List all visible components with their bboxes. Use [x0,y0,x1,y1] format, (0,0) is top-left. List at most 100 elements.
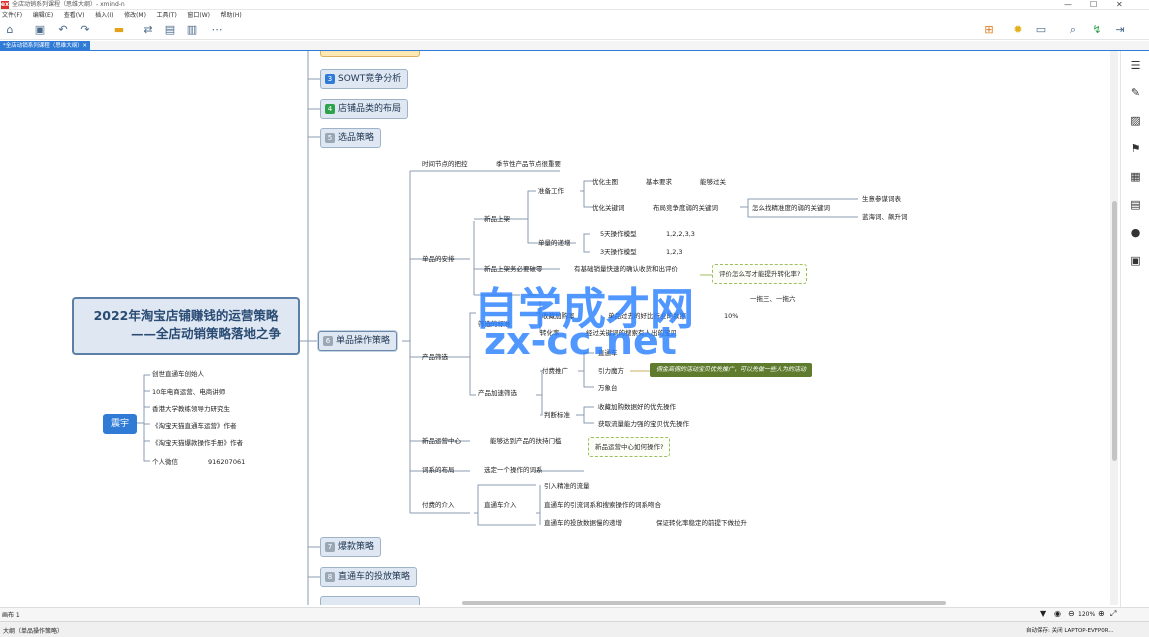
node-percent[interactable]: 10% [724,312,739,320]
zoom-in-icon[interactable]: ⊕ [1098,609,1105,618]
node-judge-standard[interactable]: 判断标准 [544,411,570,419]
menu-insert[interactable]: 插入(I) [95,12,114,19]
node-new-product[interactable]: 新品上架 [484,215,510,223]
node-single-arrangement[interactable]: 单品的安排 [422,255,455,263]
topic-icon[interactable]: ▬ [113,23,125,36]
node-ztc-2[interactable]: 直通车的引流词系和搜索操作的词系吻合 [544,501,661,509]
node-wanxiang[interactable]: 万象台 [598,384,618,392]
zoom-out-icon[interactable]: ⊖ [1068,609,1075,618]
callout-center-question[interactable]: 新品运营中心如何操作? [588,437,671,457]
node-3day-model[interactable]: 3天操作模型 [600,248,637,256]
node-judge-2[interactable]: 获取流量能力强的宝贝优先操作 [598,420,689,428]
node-ztc-1[interactable]: 引入精准的流量 [544,482,590,490]
node-prepare[interactable]: 准备工作 [538,187,564,195]
author-wechat-label[interactable]: 个人微信 [152,458,178,466]
relationship-icon[interactable]: ⇄ [143,23,153,36]
menu-tools[interactable]: 工具(T) [156,12,177,19]
comment-icon[interactable]: ● [1130,226,1141,239]
node-conversion[interactable]: 转化率 [540,329,560,337]
horizontal-scroll-thumb[interactable] [462,601,946,605]
menu-help[interactable]: 帮助(H) [220,12,242,19]
menu-edit[interactable]: 编辑(E) [32,12,54,19]
summary-icon[interactable]: ▥ [186,23,198,36]
node-break-zero[interactable]: 新品上架务必要破零 [484,265,543,273]
maximize-button[interactable]: ☐ [1090,0,1098,9]
search-icon[interactable]: ⌕ [1069,23,1077,36]
node-judge-1[interactable]: 收藏加购数据好的优先操作 [598,403,676,411]
node-paid-promo[interactable]: 付费推广 [542,367,568,375]
node-method[interactable]: 一拖三、一拖六 [750,295,796,303]
author-name[interactable]: 震宇 [103,414,137,434]
task-icon[interactable]: ▣ [1130,254,1141,267]
save-icon[interactable]: ▣ [34,23,46,36]
author-item[interactable]: 《淘宝天猫爆款操作手册》作者 [152,439,243,447]
sheet-tab[interactable]: 画布 1 [2,612,20,619]
share-icon[interactable]: ↯ [1092,23,1102,36]
vertical-scrollbar[interactable] [1110,51,1118,605]
note-green-label[interactable]: 佣金高佣的活动宝贝优先推广，可以先做一些人为的活动 [650,363,813,377]
node-pick-words[interactable]: 选定一个操作的词系 [484,466,543,474]
node-ztc-intervention[interactable]: 直通车介入 [484,501,517,509]
node-5day-model[interactable]: 5天操作模型 [600,230,637,238]
eye-icon[interactable]: ◉ [1054,609,1061,618]
node-fav-rate[interactable]: 收藏加购率 [542,312,575,320]
node-ztc-3[interactable]: 直通车的投放数据慢的递增 [544,519,622,527]
redo-icon[interactable]: ↷ [80,23,90,36]
central-topic[interactable]: 2022年淘宝店铺赚钱的运营策略 ——全店动销策略落地之争 [72,297,300,355]
node-fav-rate-desc[interactable]: 单品过去的好比行业的数据 [608,312,686,320]
node-5day-values[interactable]: 1,2,2,3,3 [666,230,695,238]
horizontal-scrollbar[interactable] [0,600,1110,605]
node-center-threshold[interactable]: 能够达到产品的扶持门槛 [490,437,562,445]
author-wechat-value[interactable]: 916207061 [208,458,246,466]
notes-icon[interactable]: ▤ [1130,198,1141,211]
filter-icon[interactable]: ▼ [1040,609,1047,618]
export-icon[interactable]: ⇥ [1115,23,1125,36]
author-item[interactable]: 香港大学教练领导力研究生 [152,405,230,413]
node-new-center[interactable]: 新品运营中心 [422,437,461,445]
node-ztc-4[interactable]: 保证转化率稳定的前提下做拉升 [656,519,747,527]
node-seasonal[interactable]: 季节性产品节点很重要 [496,160,561,168]
node-basic-sales[interactable]: 有基础销量快速的确认收货和出评价 [574,265,678,273]
fit-icon[interactable]: ⤢ [1110,609,1117,618]
vertical-scroll-thumb[interactable] [1112,201,1117,461]
node-pass[interactable]: 能够过关 [700,178,726,186]
node-optimize-keyword[interactable]: 优化关键词 [592,204,625,212]
more-icon[interactable]: ⋯ [211,23,223,36]
undo-icon[interactable]: ↶ [58,23,68,36]
calendar-icon[interactable]: ▦ [1130,170,1141,183]
node-product-screen[interactable]: 产品筛选 [422,353,448,361]
node-sales-increase[interactable]: 单量的递增 [538,239,571,247]
node-optimize-image[interactable]: 优化主图 [592,178,618,186]
author-item[interactable]: 《淘宝天猫直通车运营》作者 [152,422,237,430]
menu-file[interactable]: 文件(F) [2,12,23,19]
node-yinli[interactable]: 引力魔方 [598,367,624,375]
boundary-icon[interactable]: ▤ [164,23,176,36]
outline-icon[interactable]: ☰ [1130,59,1141,72]
node-ztc[interactable]: 直通车 [598,349,618,357]
zoom-level[interactable]: 120% [1078,611,1096,618]
tab-close-icon[interactable]: ✕ [82,43,87,49]
node-basic-requirement[interactable]: 基本要求 [646,178,672,186]
menu-window[interactable]: 窗口(W) [187,12,210,19]
callout-eval-question[interactable]: 评价怎么写才能提升转化率? [712,264,808,284]
node-time-control[interactable]: 时间节点的把控 [422,160,468,168]
lightbulb-icon[interactable]: ✹ [1013,23,1023,36]
menu-modify[interactable]: 修改(M) [124,12,146,19]
topic-partial[interactable] [320,51,420,57]
node-conversion-desc[interactable]: 经过关键词的搜索有人出的宝贝 [586,329,677,337]
menu-view[interactable]: 查看(V) [63,12,85,19]
node-word-layout[interactable]: 词系的布局 [422,466,455,474]
close-window-button[interactable]: ✕ [1116,0,1123,9]
node-paid-intervention[interactable]: 付费的介入 [422,501,455,509]
node-screen-standard[interactable]: 筛选的标准 [478,320,511,328]
minimize-button[interactable]: — [1064,0,1072,9]
author-item[interactable]: 创世直通车创始人 [152,370,204,378]
presentation-icon[interactable]: ▭ [1035,23,1047,36]
